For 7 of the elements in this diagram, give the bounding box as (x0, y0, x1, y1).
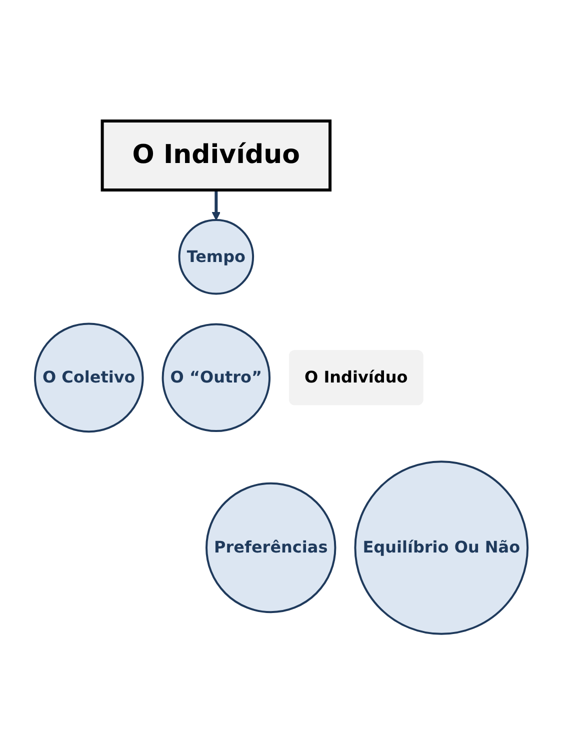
node-circle: Tempo (178, 219, 254, 295)
node-circle: Equilíbrio Ou Não (354, 460, 529, 635)
arrow (212, 190, 221, 220)
node-circle: O Coletivo (34, 322, 144, 433)
node-circle: O “Outro” (162, 323, 271, 432)
node-circle: Preferências (206, 482, 336, 614)
node-box: O Indivíduo (101, 120, 332, 192)
